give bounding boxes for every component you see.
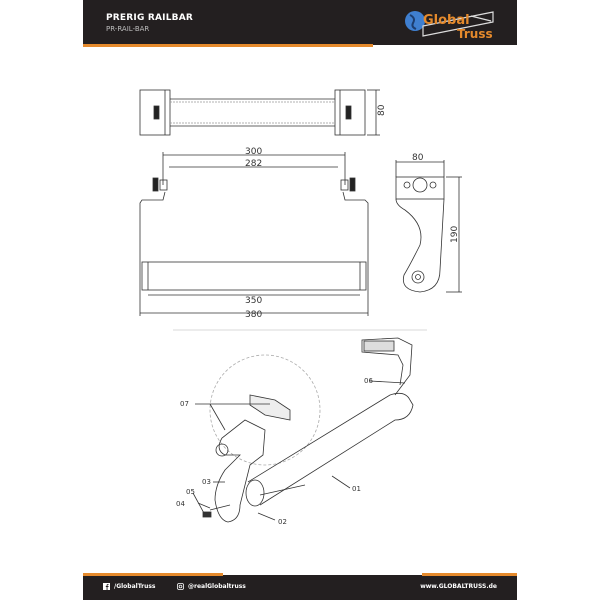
accent-line — [83, 44, 373, 47]
instagram-link[interactable]: @realGlobaltruss — [177, 583, 246, 590]
page-title: PRERIG RAILBAR — [106, 13, 194, 23]
facebook-icon — [103, 583, 110, 590]
dim-380: 380 — [245, 310, 262, 320]
facebook-handle: /GlobalTruss — [114, 583, 156, 590]
footer-bar: /GlobalTruss @realGlobaltruss www.GLOBAL… — [83, 573, 517, 600]
part-label-06: 06 — [364, 377, 373, 385]
website-url: www.GLOBALTRUSS.de — [420, 583, 497, 590]
dim-side-width: 80 — [412, 153, 424, 163]
exploded-view — [192, 337, 414, 523]
dim-300: 300 — [245, 147, 262, 157]
accent-line-right — [422, 573, 517, 576]
part-label-01: 01 — [352, 485, 361, 493]
dim-side-height: 190 — [450, 226, 460, 243]
instagram-handle: @realGlobaltruss — [188, 583, 246, 590]
instagram-icon — [177, 583, 184, 590]
logo-text-truss: Truss — [457, 27, 493, 40]
logo-text-global: Global — [423, 13, 470, 28]
dim-282: 282 — [245, 159, 262, 169]
dim-top-height: 80 — [377, 104, 387, 116]
part-label-07: 07 — [180, 400, 189, 408]
accent-line-left — [83, 573, 223, 576]
website-link[interactable]: www.GLOBALTRUSS.de — [420, 583, 497, 590]
facebook-link[interactable]: /GlobalTruss — [103, 583, 156, 590]
side-view — [395, 160, 462, 293]
dim-350: 350 — [245, 296, 262, 306]
product-code: PR-RAIL-BAR — [106, 25, 150, 33]
globaltruss-logo: Global Truss — [405, 11, 494, 40]
part-label-03: 03 — [202, 478, 211, 486]
header-bar: PRERIG RAILBAR PR-RAIL-BAR Global Truss — [83, 0, 517, 47]
front-view — [139, 152, 369, 316]
part-label-04: 04 — [176, 500, 185, 508]
part-label-02: 02 — [278, 518, 287, 526]
part-label-05: 05 — [186, 488, 195, 496]
top-view — [139, 89, 380, 136]
